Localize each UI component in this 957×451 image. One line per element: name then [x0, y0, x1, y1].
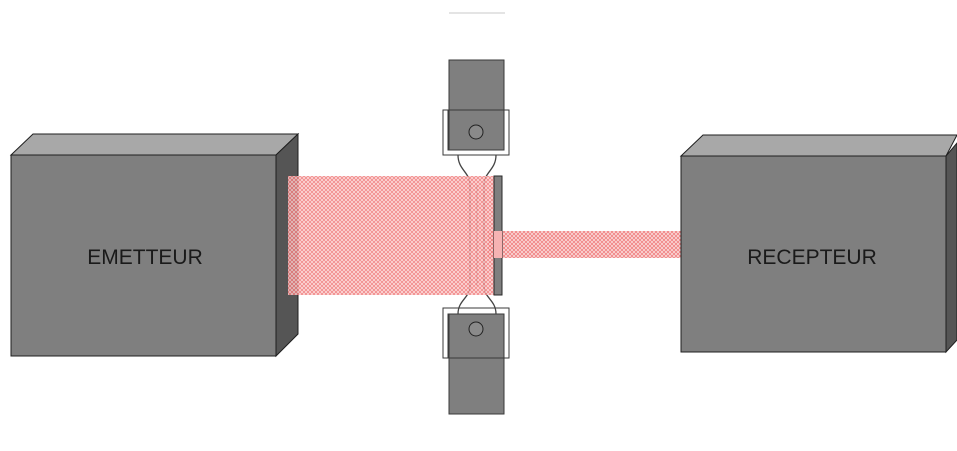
receiver-label: RECEPTEUR [747, 246, 877, 269]
lower-grip [442, 307, 510, 415]
receiver-box-side [945, 142, 957, 354]
receiver-box-front [680, 155, 947, 353]
beam-mask-slit [494, 231, 502, 258]
receiver-box-top [679, 134, 957, 157]
emitted-beam [288, 176, 494, 295]
receiver-box: RECEPTEUR [679, 134, 957, 354]
upper-grip [442, 59, 510, 156]
upper-pin-icon [468, 124, 484, 140]
transmitted-beam [488, 231, 682, 258]
emitter-box-top [9, 133, 300, 156]
emitter-box: EMETTEUR [9, 132, 300, 358]
lower-pin-icon [468, 321, 484, 337]
upper-grip-shaft [448, 59, 505, 113]
lower-grip-head [448, 313, 505, 361]
lower-grip-shaft [448, 357, 505, 415]
emitter-box-front [10, 154, 277, 357]
emitter-label: EMETTEUR [87, 246, 203, 269]
